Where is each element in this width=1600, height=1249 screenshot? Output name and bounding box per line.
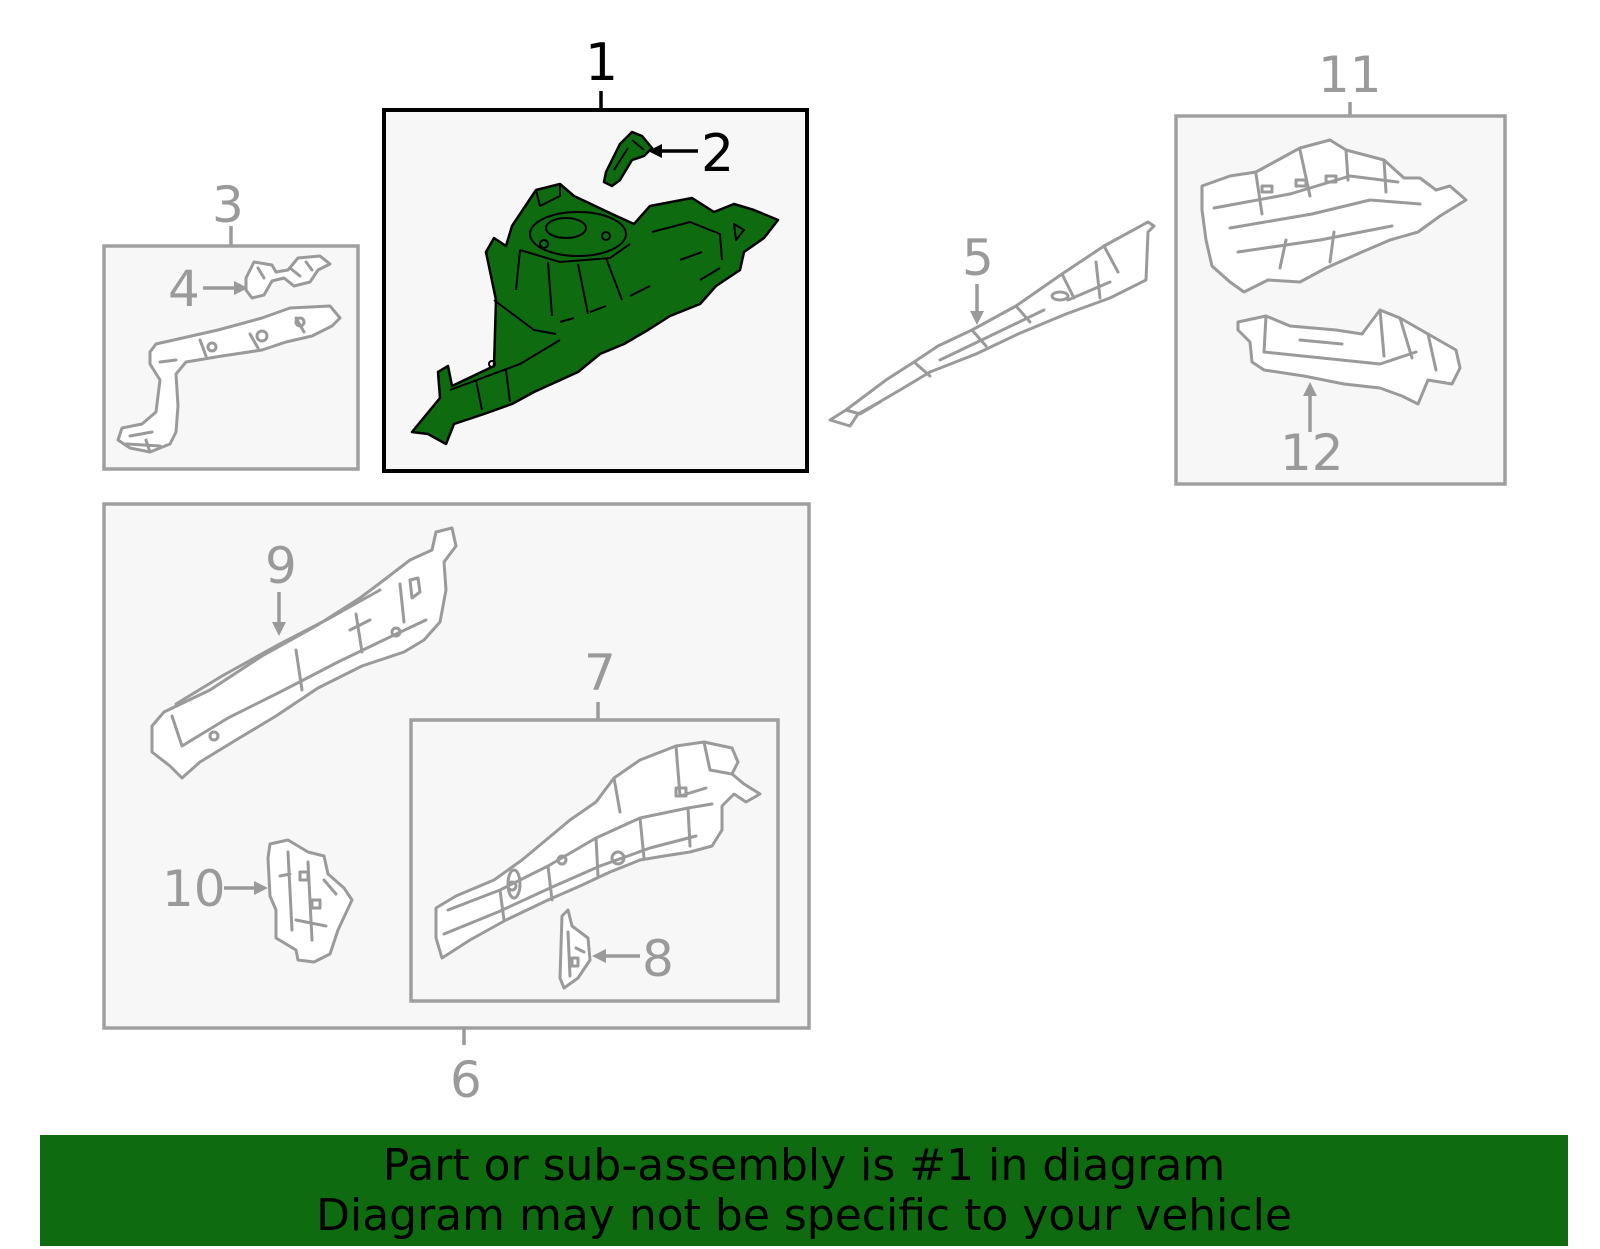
callout-11[interactable]: 11 [1318, 46, 1382, 104]
part-1-wheelhouse-assembly[interactable] [410, 182, 780, 446]
part-11-floor-section[interactable] [1200, 138, 1468, 294]
banner-line-2: Diagram may not be specific to your vehi… [316, 1189, 1292, 1241]
callout-5[interactable]: 5 [962, 229, 994, 287]
part-5-rail[interactable] [828, 220, 1156, 428]
group-5: 5 [828, 220, 1156, 428]
callout-1[interactable]: 1 [585, 33, 618, 93]
callout-4[interactable]: 4 [168, 260, 200, 318]
part-3-reinforcement[interactable] [116, 304, 342, 454]
banner-line-1: Part or sub-assembly is #1 in diagram [382, 1139, 1226, 1191]
callout-8[interactable]: 8 [642, 930, 674, 988]
group-1: 1 2 [382, 33, 809, 473]
callout-7[interactable]: 7 [584, 644, 616, 702]
callout-12[interactable]: 12 [1280, 424, 1344, 482]
callout-3[interactable]: 3 [212, 176, 244, 234]
callout-6[interactable]: 6 [450, 1051, 482, 1109]
group-3: 3 4 [102, 176, 360, 471]
callout-2[interactable]: 2 [701, 124, 734, 184]
callout-9[interactable]: 9 [265, 537, 297, 595]
group-11: 11 12 [1174, 46, 1507, 486]
group-6: 6 9 10 7 8 [102, 502, 811, 1109]
info-banner: Part or sub-assembly is #1 in diagram Di… [40, 1135, 1568, 1246]
callout-10[interactable]: 10 [162, 860, 226, 918]
